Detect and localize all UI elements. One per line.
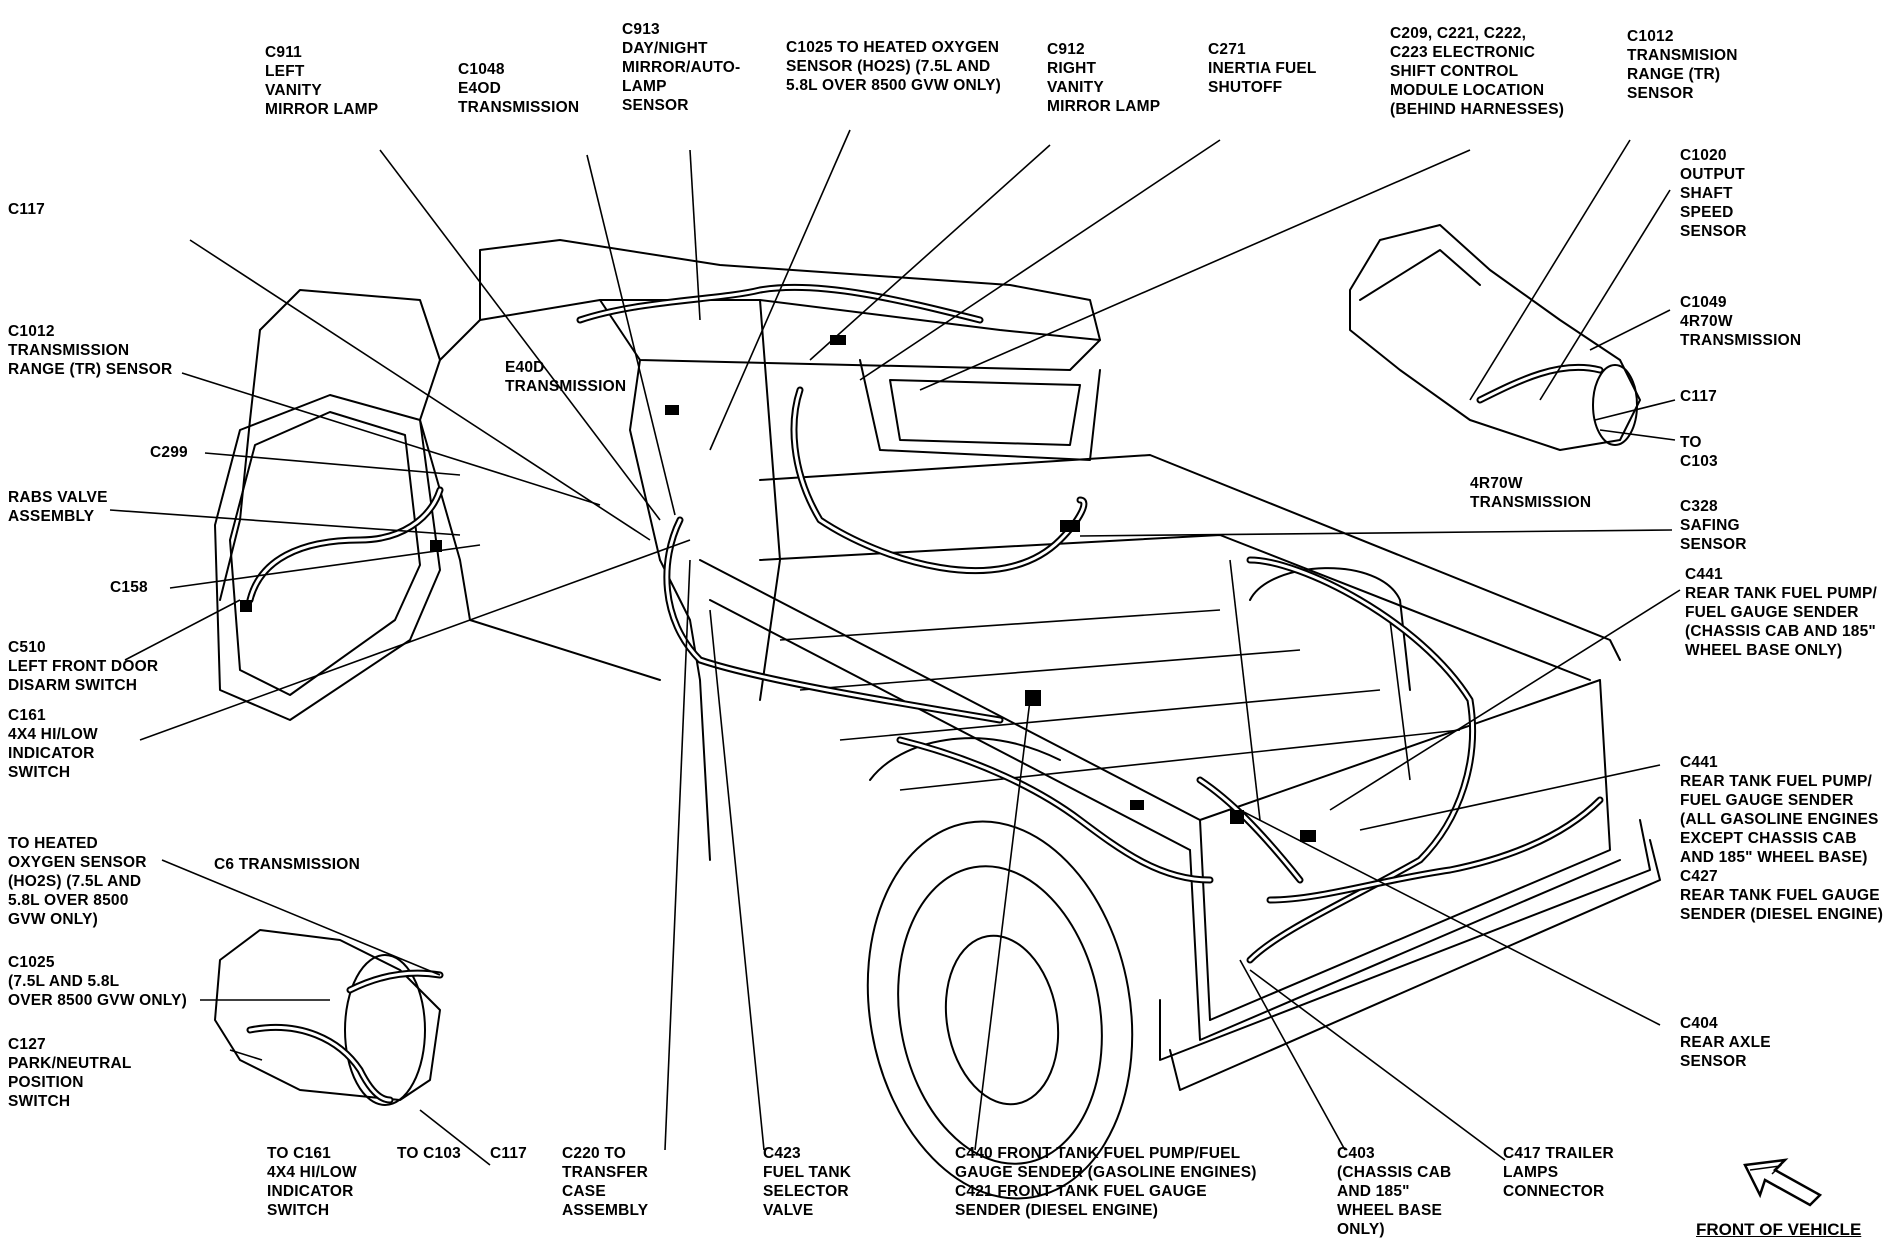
- harness-lines: [246, 283, 1604, 964]
- label-to-c103-bottom: TO C103: [397, 1145, 462, 1162]
- label-c299: C299: [150, 444, 188, 461]
- label-c404: C404 REAR AXLE SENSOR: [1680, 1015, 1771, 1070]
- label-c913: C913 DAY/NIGHT MIRROR/AUTO- LAMP SENSOR: [622, 21, 741, 114]
- label-c117-left: C117: [8, 201, 45, 218]
- label-to-c161: TO C161 4X4 HI/LOW INDICATOR SWITCH: [267, 1145, 357, 1219]
- label-c510: C510 LEFT FRONT DOOR DISARM SWITCH: [8, 639, 159, 694]
- label-c1025-top: C1025 TO HEATED OXYGEN SENSOR (HO2S) (7.…: [786, 39, 1001, 94]
- transmission-c6-inset: [214, 929, 444, 1106]
- label-to-c103-right: TO C103: [1680, 434, 1718, 470]
- label-c161: C161 4X4 HI/LOW INDICATOR SWITCH: [8, 707, 98, 781]
- label-c417: C417 TRAILER LAMPS CONNECTOR: [1503, 1145, 1614, 1200]
- label-c127: C127 PARK/NEUTRAL POSITION SWITCH: [8, 1036, 132, 1110]
- label-c1012-left: C1012 TRANSMISSION RANGE (TR) SENSOR: [8, 323, 173, 378]
- label-c441-gasoline: C441 REAR TANK FUEL PUMP/ FUEL GAUGE SEN…: [1680, 754, 1884, 923]
- label-c220: C220 TO TRANSFER CASE ASSEMBLY: [562, 1145, 649, 1219]
- label-c209: C209, C221, C222, C223 ELECTRONIC SHIFT …: [1390, 25, 1565, 118]
- label-rabs-valve: RABS VALVE ASSEMBLY: [8, 489, 108, 525]
- label-e40d: E40D TRANSMISSION: [505, 359, 627, 395]
- label-c441-chassis-cab: C441 REAR TANK FUEL PUMP/ FUEL GAUGE SEN…: [1685, 566, 1878, 659]
- label-c117-bottom: C117: [490, 1145, 527, 1162]
- label-c117-right: C117: [1680, 388, 1717, 405]
- label-c1048: C1048 E4OD TRANSMISSION: [458, 61, 580, 116]
- label-c1012-top: C1012 TRANSMISION RANGE (TR) SENSOR: [1627, 28, 1738, 102]
- label-c440: C440 FRONT TANK FUEL PUMP/FUEL GAUGE SEN…: [955, 1145, 1257, 1219]
- label-c1020: C1020 OUTPUT SHAFT SPEED SENSOR: [1680, 147, 1747, 240]
- label-c403: C403 (CHASSIS CAB AND 185" WHEEL BASE ON…: [1337, 1145, 1452, 1238]
- label-c423: C423 FUEL TANK SELECTOR VALVE: [763, 1145, 852, 1219]
- label-c911: C911 LEFT VANITY MIRROR LAMP: [265, 44, 379, 118]
- label-to-ho2s: TO HEATED OXYGEN SENSOR (HO2S) (7.5L AND…: [8, 835, 147, 928]
- label-c1025-left: C1025 (7.5L AND 5.8L OVER 8500 GVW ONLY): [8, 954, 187, 1009]
- label-4r70w-transmission: 4R70W TRANSMISSION: [1470, 475, 1592, 511]
- connectors: [240, 335, 1316, 842]
- front-of-vehicle-label: FRONT OF VEHICLE: [1696, 1220, 1862, 1239]
- leader-lines: [109, 129, 1681, 1166]
- label-c1049: C1049 4R70W TRANSMISSION: [1680, 294, 1802, 349]
- front-arrow-icon: [1743, 1158, 1823, 1207]
- label-c158: C158: [110, 579, 148, 596]
- label-c328: C328 SAFING SENSOR: [1680, 498, 1747, 553]
- label-c271: C271 INERTIA FUEL SHUTOFF: [1208, 41, 1317, 96]
- label-c912: C912 RIGHT VANITY MIRROR LAMP: [1047, 41, 1161, 115]
- transmission-4r70w-inset: [1349, 224, 1641, 451]
- label-c6-transmission: C6 TRANSMISSION: [214, 856, 360, 873]
